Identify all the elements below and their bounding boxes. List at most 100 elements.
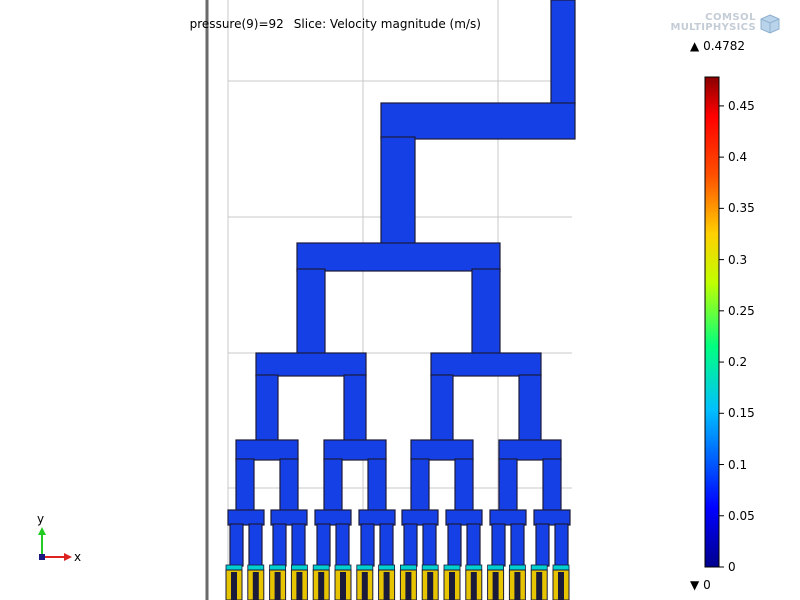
colorbar-min-label: ▼ 0 <box>690 578 711 592</box>
branch-level-3 <box>454 458 474 512</box>
colorbar-tick-label: 0.4 <box>728 150 748 165</box>
logo-text-line1: COMSOL <box>705 12 756 23</box>
colorbar-tick-label: 0.1 <box>728 457 748 472</box>
plot-title: Slice: Velocity magnitude (m/s) <box>293 17 481 31</box>
triad-origin <box>39 554 45 560</box>
branch-level-4 <box>466 523 481 567</box>
branch-level-4 <box>335 523 350 567</box>
branch-level-4 <box>535 523 550 567</box>
outlet-core <box>383 572 390 600</box>
outlet-cap <box>290 564 308 571</box>
min-triangle-icon: ▼ <box>690 578 700 592</box>
branch-level-4 <box>554 523 569 567</box>
inlet-channel <box>550 0 576 105</box>
colorbar-tick-label: 0.15 <box>728 406 755 421</box>
branch-level-1 <box>471 268 501 355</box>
branch-level-4 <box>229 523 244 567</box>
manifold-level-4 <box>227 509 265 526</box>
outlet-core <box>492 572 499 600</box>
branch-level-3 <box>279 458 299 512</box>
outlet-cap <box>247 564 265 571</box>
outlet-core <box>536 572 543 600</box>
colorbar-tick-label: 0.25 <box>728 303 755 318</box>
max-triangle-icon: ▲ <box>690 39 700 53</box>
manifold-level-4 <box>401 509 439 526</box>
comsol-cube-icon <box>760 14 780 34</box>
outlet-cap <box>487 564 505 571</box>
manifold-level-3 <box>498 439 562 461</box>
manifold-level-4 <box>270 509 308 526</box>
branch-level-4 <box>491 523 506 567</box>
parameter-label: pressure(9)=92 <box>189 17 284 31</box>
manifold-level-4 <box>358 509 396 526</box>
branch-level-4 <box>403 523 418 567</box>
outlet-core <box>449 572 455 600</box>
outlet-core <box>558 572 564 600</box>
comsol-logo: COMSOL MULTIPHYSICS <box>668 12 788 34</box>
elbow-channel <box>380 102 576 140</box>
branch-level-4 <box>316 523 331 567</box>
branch-level-4 <box>510 523 525 567</box>
outlet-cap <box>508 564 526 571</box>
manifold-level-2 <box>430 352 542 377</box>
outlet-core <box>361 572 368 600</box>
branch-level-4 <box>360 523 375 567</box>
branch-level-3 <box>498 458 518 512</box>
manifold-level-4 <box>314 509 352 526</box>
colorbar-tick-label: 0.35 <box>728 201 755 216</box>
manifold-level-1 <box>296 242 501 272</box>
outlet-cap <box>269 564 287 571</box>
outlet-cap <box>225 564 243 571</box>
branch-level-3 <box>323 458 343 512</box>
outlet-core <box>231 572 237 600</box>
manifold-level-4 <box>445 509 483 526</box>
branch-level-3 <box>542 458 562 512</box>
axis-triad <box>38 527 72 561</box>
colorbar-ticks <box>719 105 724 568</box>
branch-level-3 <box>367 458 387 512</box>
manifold-level-4 <box>489 509 527 526</box>
colorbar-tick-label: 0.45 <box>728 98 755 113</box>
plot-header: pressure(9)=92 Slice: Velocity magnitude … <box>182 3 491 31</box>
microfluidic-channel-network <box>227 0 576 567</box>
outlet-core <box>274 572 281 600</box>
x-axis-label: x <box>74 550 82 564</box>
outlet-core <box>514 572 521 600</box>
outlet-core <box>318 572 325 600</box>
outlet-cap <box>552 564 570 571</box>
outlet-cap <box>443 564 461 571</box>
logo-text-line2: MULTIPHYSICS <box>670 22 756 33</box>
branch-level-4 <box>272 523 287 567</box>
outlet-cap <box>421 564 439 571</box>
manifold-level-2 <box>255 352 367 377</box>
outlet-core <box>340 572 346 600</box>
branch-level-4 <box>422 523 437 567</box>
branch-level-2 <box>255 374 279 442</box>
outlet-cap <box>530 564 548 571</box>
branch-level-2 <box>518 374 542 442</box>
colorbar-max-label: ▲ 0.4782 <box>690 39 746 53</box>
colorbar-tick-label: 0.3 <box>728 252 748 267</box>
branch-level-2 <box>343 374 367 442</box>
manifold-level-3 <box>323 439 387 461</box>
manifold-level-4 <box>533 509 571 526</box>
manifold-level-3 <box>410 439 474 461</box>
branch-level-2 <box>430 374 454 442</box>
colorbar-tick-label: 0.2 <box>728 355 748 370</box>
branch-level-4 <box>379 523 394 567</box>
outlet-cap <box>312 564 330 571</box>
branch-level-4 <box>291 523 306 567</box>
outlet-core <box>296 572 303 600</box>
outlet-core <box>405 572 412 600</box>
outlet-core <box>470 572 477 600</box>
outlet-cap <box>378 564 396 571</box>
outlet-cap <box>399 564 417 571</box>
trunk-channel <box>380 136 416 246</box>
branch-level-3 <box>410 458 430 512</box>
branch-level-1 <box>296 268 326 355</box>
branch-level-4 <box>447 523 462 567</box>
outlet-array <box>225 564 570 600</box>
outlet-core <box>427 572 434 600</box>
branch-level-3 <box>235 458 255 512</box>
